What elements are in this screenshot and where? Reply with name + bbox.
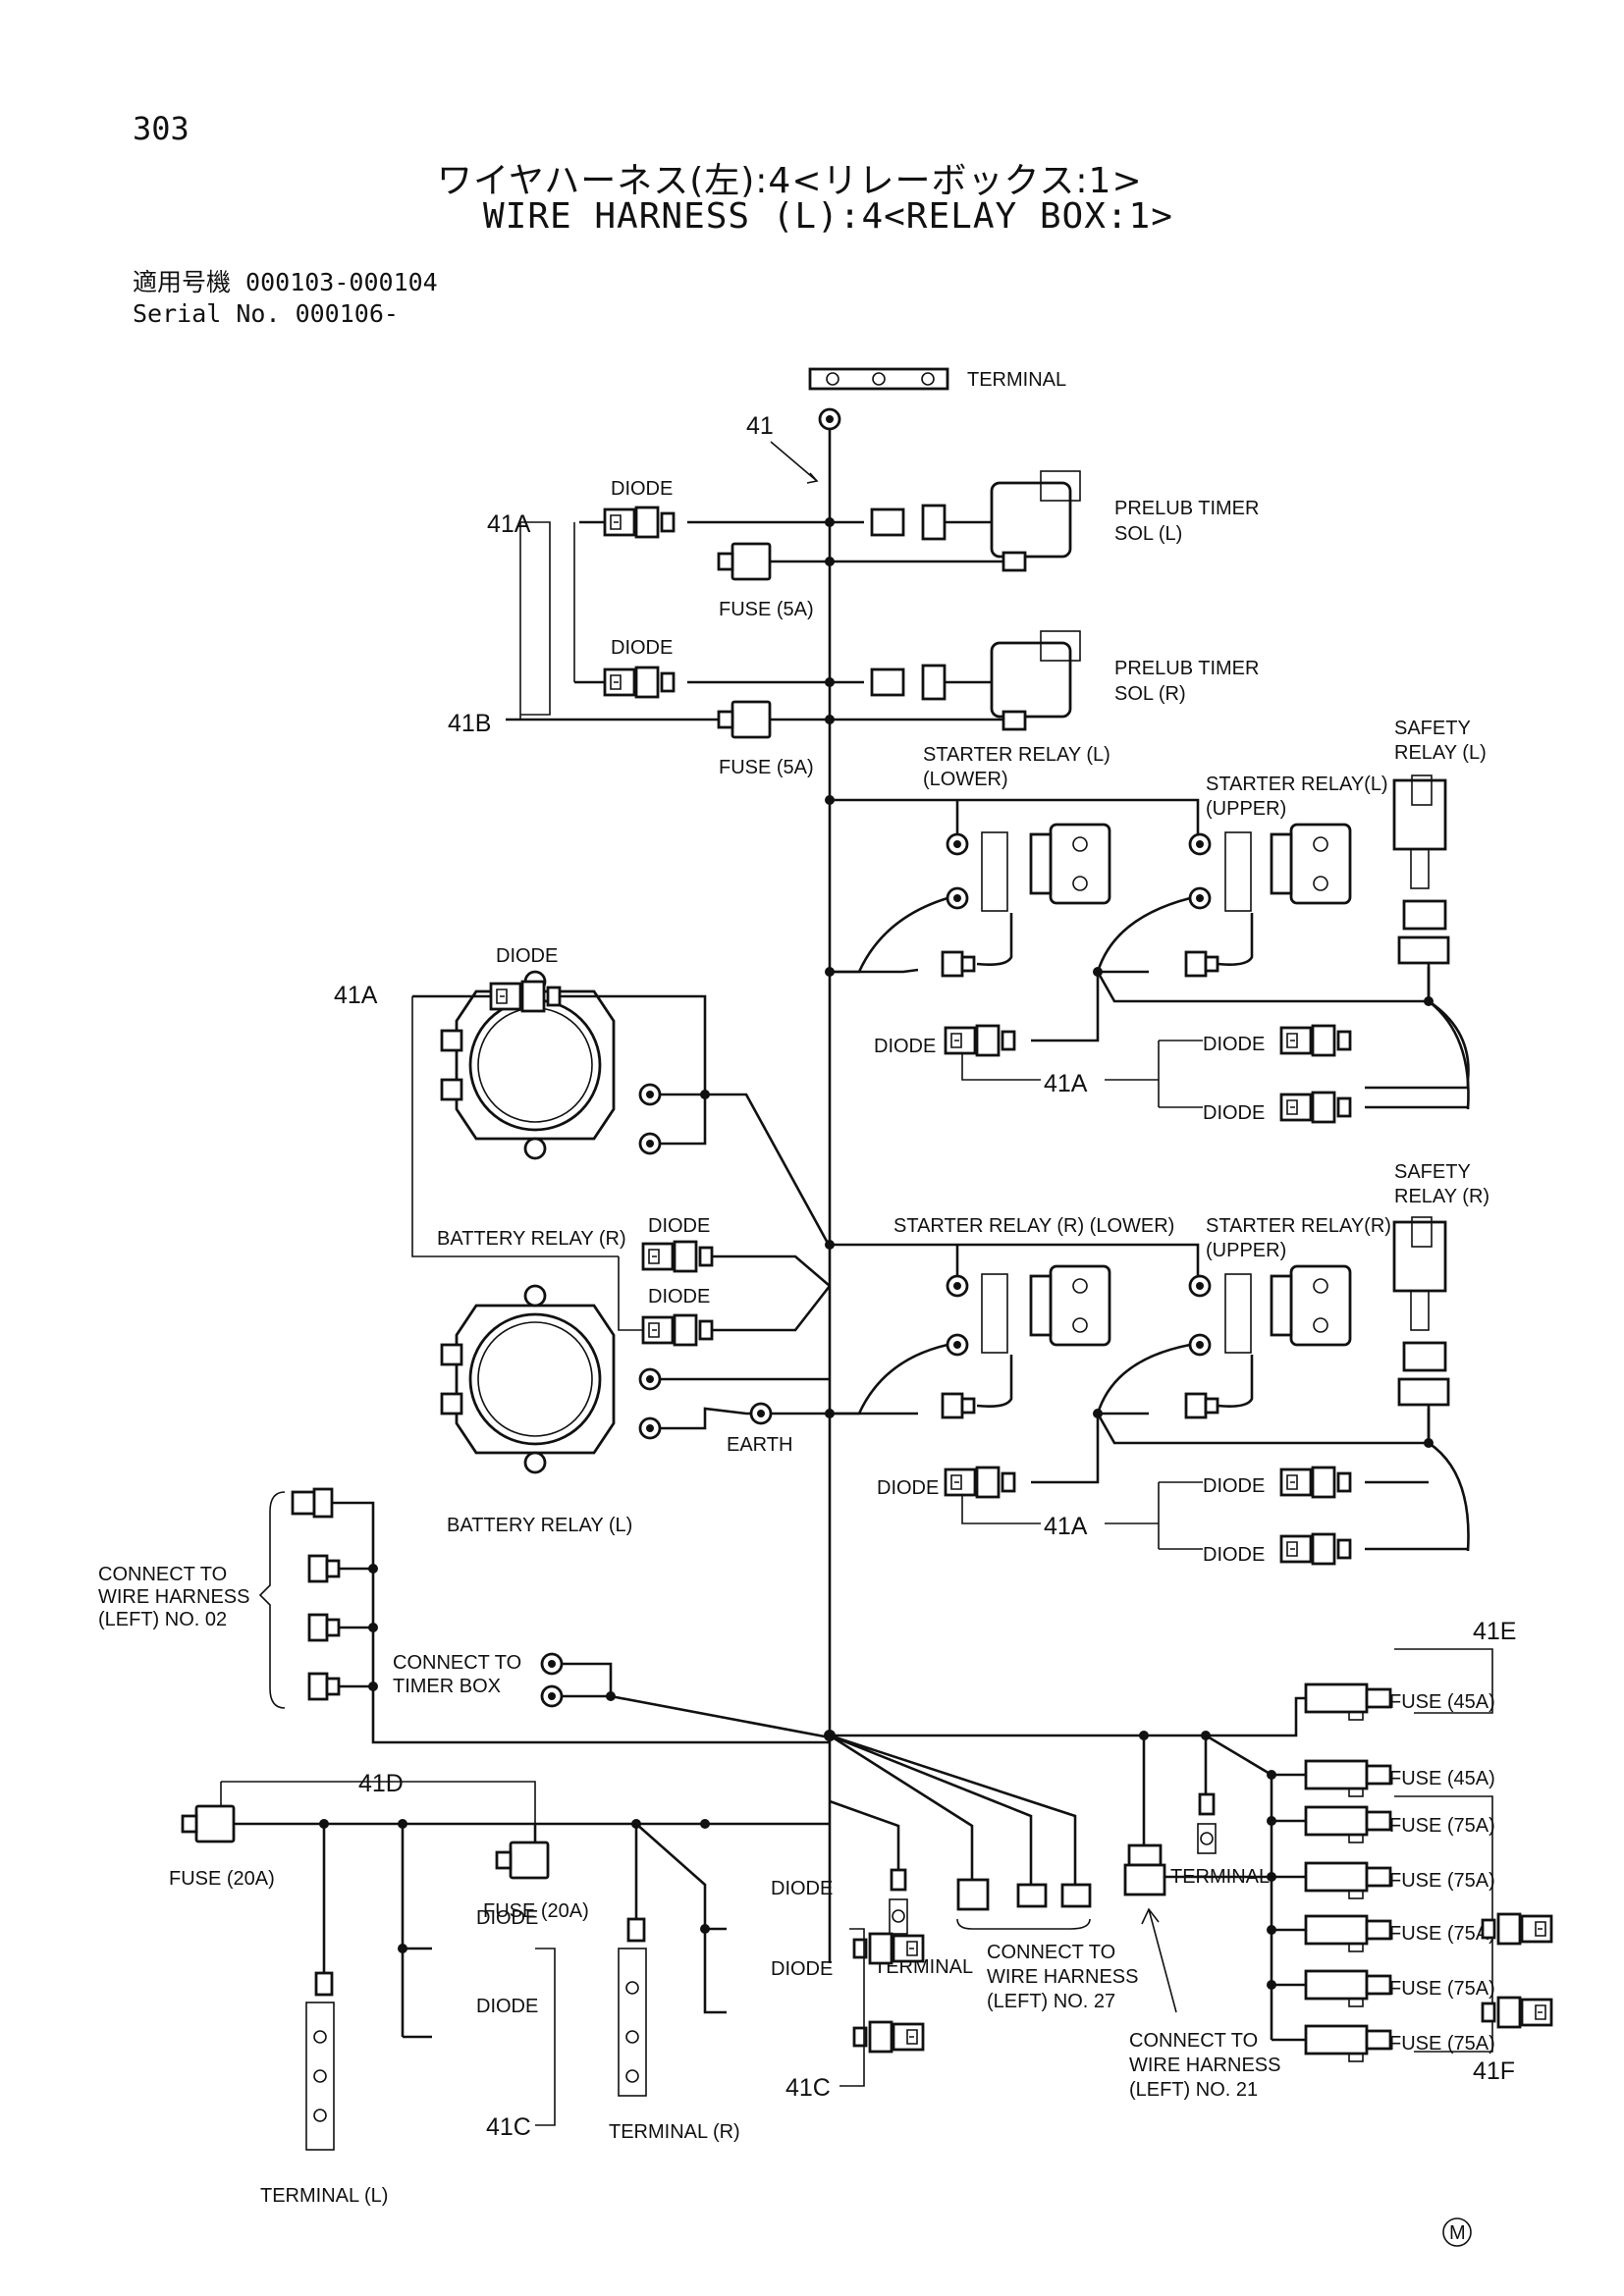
label-wire-harness: WIRE HARNESS [1129,2055,1280,2076]
label-fuse-45a: FUSE (45A) [1389,1691,1495,1713]
label-terminal: TERMINAL [1170,1866,1270,1888]
label-battery-relay-l: BATTERY RELAY (L) [447,1515,632,1536]
label-fuse-75a: FUSE (75A) [1389,1815,1495,1837]
label-wire-harness: WIRE HARNESS [987,1966,1138,1988]
m-mark: M [1442,2217,1472,2247]
diodes-41a-l-group: DIODE 41A DIODE DIODE [874,1024,1468,1124]
label-sol-r: SOL (R) [1114,683,1186,705]
serial-line-en: Serial No. 000106- [133,299,399,328]
label-diode: DIODE [476,1996,538,2017]
label-battery-relay-r: BATTERY RELAY (R) [437,1228,626,1250]
page-number: 303 [133,110,189,147]
label-diode: DIODE [1203,1475,1265,1497]
label-upper: (UPPER) [1206,798,1286,820]
label-diode: DIODE [1203,1102,1265,1124]
label-prelub-timer: PRELUB TIMER [1114,498,1259,519]
label-starter-relay-l-upper: STARTER RELAY(L) [1206,774,1388,795]
label-prelub-timer: PRELUB TIMER [1114,658,1259,679]
label-diode: DIODE [771,1878,833,1899]
terminal-stud-41 [818,407,841,431]
label-fuse-5a: FUSE (5A) [719,599,814,620]
label-left-no-02: (LEFT) NO. 02 [98,1609,227,1630]
terminal-top-label: TERMINAL [967,369,1066,391]
starter-relay-r-group: STARTER RELAY (R) (LOWER) STARTER RELAY(… [825,1215,1470,1552]
battery-relay-diodes: DIODE DIODE [618,1215,832,1347]
label-diode: DIODE [648,1286,710,1308]
label-fuse-20a: FUSE (20A) [483,1900,589,1922]
label-terminal-l: TERMINAL (L) [260,2185,388,2207]
prelub-timer-sol-l-group: DIODE 41A FUSE (5A) PRELUB TIMER SOL (L) [487,470,1259,716]
label-n41E: 41E [1473,1618,1516,1645]
label-earth: EARTH [727,1434,792,1456]
label-n41F: 41F [1473,2057,1515,2085]
label-diode: DIODE [476,1907,538,1929]
connect-timer-box: CONNECT TO TIMER BOX [393,1652,831,1739]
serial-line-jp: 適用号機 000103-000104 [133,268,438,296]
label-connect-to: CONNECT TO [1129,2030,1258,2052]
terminal-top: TERMINAL [808,367,1066,391]
bottom-left-group: 41D FUSE (20A) FUSE (20A) TERMINAL (L) D… [169,1770,1553,2207]
label-connect-to: CONNECT TO [393,1652,521,1674]
label-n41A: 41A [334,982,378,1009]
fuses-41e-41f: 41E 41F FUSE (45A) FUSE (45A) FUSE (75A)… [1205,1618,1516,2085]
label-n41A: 41A [1044,1513,1088,1540]
label-diode: DIODE [611,478,673,500]
safety-relay-l: SAFETY RELAY (L) [1392,718,1487,1006]
label-fuse-45a: FUSE (45A) [1389,1768,1495,1789]
safety-relay-r: SAFETY RELAY (R) [1392,1161,1489,1448]
label-wire-harness: WIRE HARNESS [98,1586,249,1608]
label-fuse-75a: FUSE (75A) [1389,1923,1495,1945]
label-starter-relay-r-lower: STARTER RELAY (R) (LOWER) [893,1215,1174,1237]
connectors-harness-no02: CONNECT TO WIRE HARNESS (LEFT) NO. 02 [98,1487,830,1744]
label-fuse-75a: FUSE (75A) [1389,1870,1495,1892]
label-safety: SAFETY [1394,718,1471,739]
label-41: 41 [746,412,774,440]
label-n41C: 41C [785,2074,831,2102]
terminal-and-harness-no21: TERMINAL CONNECT TO WIRE HARNESS (LEFT) … [1123,1792,1280,2101]
label-diode: DIODE [611,637,673,659]
label-connect-to: CONNECT TO [987,1942,1115,1963]
battery-relay-l: BATTERY RELAY (L) EARTH [440,1284,830,1536]
label-connect-to: CONNECT TO [98,1564,227,1585]
label-timer-box: TIMER BOX [393,1676,501,1697]
starter-relay-l-group: STARTER RELAY (L) (LOWER) STARTER RELAY(… [825,744,1470,1110]
label-diode: DIODE [874,1036,936,1057]
label-lower: (LOWER) [923,769,1008,790]
label-diode: DIODE [648,1215,710,1237]
battery-relay-r: DIODE 41A BATTERY RELAY (R) [334,945,832,1257]
label-n41A: 41A [1044,1070,1088,1097]
label-n41D: 41D [358,1770,404,1797]
label-n41B: 41B [448,710,491,737]
title-english: WIRE HARNESS (L):4<RELAY BOX:1> [483,196,1173,237]
diodes-41a-r-group: DIODE 41A DIODE DIODE [877,1466,1468,1566]
connectors-harness-no27: CONNECT TO WIRE HARNESS (LEFT) NO. 27 [956,1878,1138,2012]
label-starter-relay-l: STARTER RELAY (L) [923,744,1110,766]
label-sol-l: SOL (L) [1114,523,1182,545]
label-diode: DIODE [1203,1544,1265,1566]
label-diode: DIODE [496,945,558,967]
prelub-timer-sol-r-group: DIODE 41B FUSE (5A) PRELUB TIMER SOL (R) [448,522,1259,778]
label-starter-relay-r-upper: STARTER RELAY(R) [1206,1215,1391,1237]
label-fuse-20a: FUSE (20A) [169,1868,275,1890]
label-fuse-5a: FUSE (5A) [719,757,814,778]
label-safety: SAFETY [1394,1161,1471,1183]
label-n41C: 41C [486,2113,531,2141]
label-upper: (UPPER) [1206,1240,1286,1261]
title-japanese: ワイヤハーネス(左):4<リレーボックス:1> [437,161,1143,201]
label-diode: DIODE [771,1958,833,1980]
label-diode: DIODE [1203,1034,1265,1055]
label-fuse-75a: FUSE (75A) [1389,2033,1495,2055]
label-fuse-75a: FUSE (75A) [1389,1978,1495,2000]
label-left-no-27: (LEFT) NO. 27 [987,1991,1115,2012]
label-relay-l: RELAY (L) [1394,742,1487,764]
label-n41A: 41A [487,510,531,538]
label-terminal-r: TERMINAL (R) [609,2121,740,2143]
label-relay-r: RELAY (R) [1394,1186,1489,1207]
label-diode: DIODE [877,1477,939,1499]
label-mark-m: M [1449,2222,1466,2244]
label-left-no-21: (LEFT) NO. 21 [1129,2079,1258,2101]
terminal-mid: TERMINAL [829,1799,973,1978]
